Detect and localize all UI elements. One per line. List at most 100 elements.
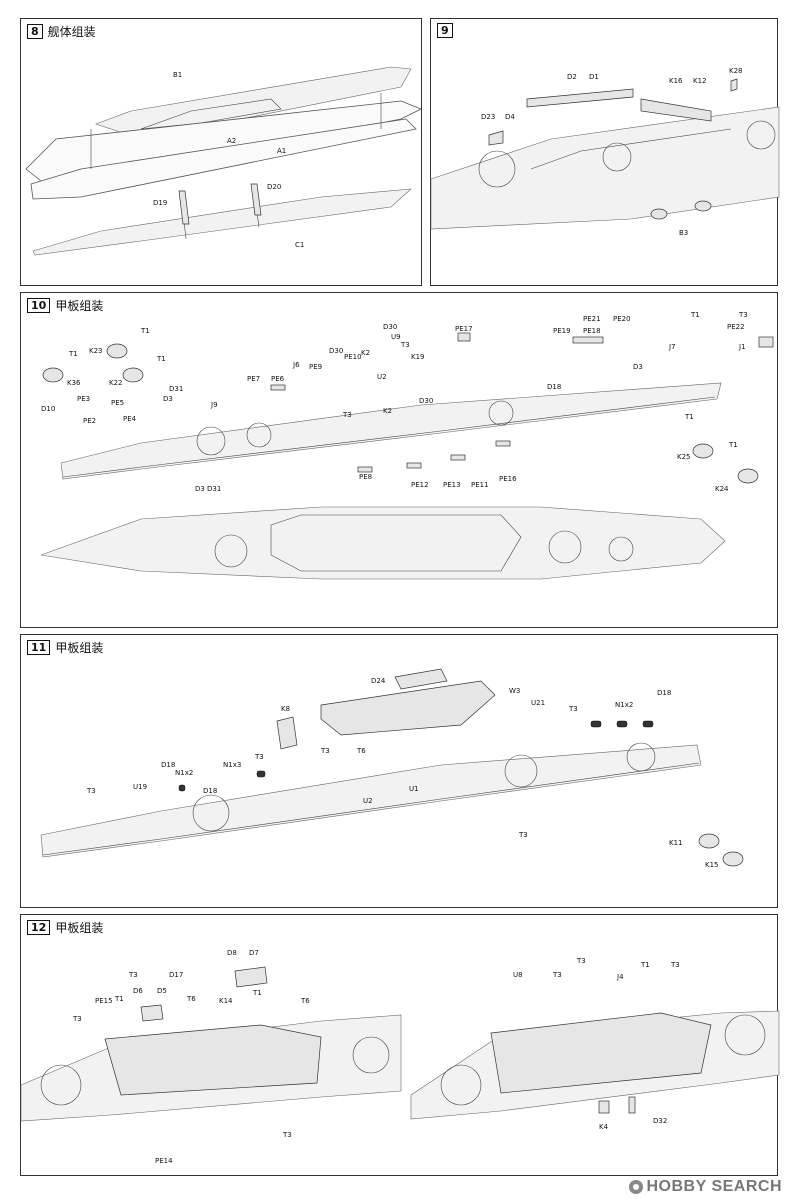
part-label: D31: [169, 385, 183, 393]
part-label: T6: [356, 747, 366, 755]
part-label: D30: [329, 347, 343, 355]
part-label: PE18: [583, 327, 601, 335]
part-label: K14: [219, 997, 233, 1005]
part-label: D18: [203, 787, 217, 795]
part-label: T3: [518, 831, 528, 839]
part-label: PE4: [123, 415, 137, 423]
part-label: T1: [140, 327, 150, 335]
part-label: K8: [281, 705, 290, 713]
step-number: 12: [27, 920, 51, 935]
part-label: T3: [738, 311, 748, 319]
step-title: 舰体组装: [47, 25, 96, 39]
part-label: PE6: [271, 375, 285, 383]
part-label: PE9: [309, 363, 322, 371]
step-number: 10: [27, 298, 51, 313]
step-number: 11: [27, 640, 51, 655]
part-label: T3: [254, 753, 264, 761]
step-9-header: 9: [437, 23, 453, 38]
step-number: 8: [27, 24, 43, 39]
part-label: D3: [633, 363, 643, 371]
step-title: 甲板组装: [55, 641, 104, 655]
part-label: PE2: [83, 417, 96, 425]
step-8-drawing: B1 A2 A1 D20 D19 C1: [25, 66, 422, 256]
step-10-panel: 10 甲板组装 K23 T1 K23 T1 K36 K22 T1 D10 PE: [20, 292, 778, 628]
part-k16: [640, 98, 712, 122]
part-k28: [730, 78, 738, 92]
part-label: T6: [186, 995, 196, 1003]
ship-side-view: [40, 744, 702, 858]
step-9-drawing: D2 D1 K16 K12 K28 D23 D4 B3: [430, 67, 780, 237]
part-label: D30: [419, 397, 433, 405]
part-label: PE17: [455, 325, 473, 333]
step-title: 甲板组装: [55, 921, 104, 935]
part-d2: [526, 88, 634, 108]
part-label: T1: [640, 961, 650, 969]
part-label: D32: [653, 1117, 667, 1125]
part-label: PE3: [77, 395, 90, 403]
part-label: T1: [68, 350, 78, 358]
step-11-drawing: D24 W3 K8 U21 T3 N1x2 D18 T3 T6 N1x3 T3 …: [40, 668, 744, 869]
part-label: T3: [568, 705, 578, 713]
part-label: D8: [227, 949, 237, 957]
part-d23: [488, 130, 504, 146]
part-label: T3: [552, 971, 562, 979]
part-label: J1: [738, 343, 746, 351]
part-label: K19: [411, 353, 425, 361]
part-label: A2: [227, 137, 236, 145]
hobby-search-logo-icon: [628, 1180, 643, 1194]
part-label: T3: [400, 341, 410, 349]
part-label: U8: [513, 971, 523, 979]
part-label: PE15: [95, 997, 113, 1005]
part-k8: [276, 716, 298, 750]
part-label: J4: [616, 973, 624, 981]
part-label: PE19: [553, 327, 571, 335]
part-label: K2: [361, 349, 370, 357]
part-label: D24: [371, 677, 386, 685]
step-8-panel: 8 舰体组装 B1 A2 A1 D20 D19 C1: [20, 18, 422, 286]
part-label: D20: [267, 183, 281, 191]
part-label: PE22: [727, 323, 745, 331]
hull-a1: [30, 118, 417, 200]
part-label: U2: [377, 373, 387, 381]
part-label: T1: [690, 311, 700, 319]
part-k4: [598, 1100, 610, 1114]
part-label: B3: [679, 229, 688, 237]
step-title: 甲板组装: [55, 299, 104, 313]
part-label: PE20: [613, 315, 631, 323]
part-label: T3: [282, 1131, 292, 1139]
part-label: N1x2: [175, 769, 193, 777]
step-8-header: 8 舰体组装: [27, 23, 96, 40]
part-label: D2: [567, 73, 577, 81]
part-label: D7: [249, 949, 259, 957]
part-label: PE5: [111, 399, 124, 407]
hull-c1: [32, 188, 412, 256]
step-12-drawing: D8 D7 T3 D17 D6 D5 PE15 T1 T6 K14 T1 T6 …: [20, 949, 780, 1165]
part-label: T3: [342, 411, 352, 419]
part-d6: [140, 1004, 164, 1022]
part-label: T1: [114, 995, 124, 1003]
part-label: K15: [705, 861, 719, 869]
part-label: T3: [86, 787, 96, 795]
part-label: C1: [295, 241, 304, 249]
part-label: K28: [729, 67, 743, 75]
part-label: D3: [163, 395, 173, 403]
part-label: N1x2: [615, 701, 633, 709]
superstructure-d24: [320, 680, 496, 736]
part-label: PE12: [411, 481, 429, 489]
part-label: PE10: [344, 353, 362, 361]
part-label: K16: [669, 77, 683, 85]
part-label: T3: [72, 1015, 82, 1023]
part-label: PE14: [155, 1157, 173, 1165]
part-label: K11: [669, 839, 683, 847]
step-11-panel: 11 甲板组装 D24 W3 K8 U21 T3 N1x2 D18 T3 T6 …: [20, 634, 778, 908]
part-label: D31: [207, 485, 221, 493]
part-label: A1: [277, 147, 286, 155]
step-12-header: 12 甲板组装: [27, 919, 103, 936]
part-label: K12: [693, 77, 707, 85]
part-label: K24: [715, 485, 729, 493]
part-label: D18: [547, 383, 561, 391]
part-label: U19: [133, 783, 147, 791]
watermark-text: HOBBY SEARCH: [646, 1178, 782, 1195]
part-label: T3: [128, 971, 138, 979]
step-10-header: 10 甲板组装: [27, 297, 103, 314]
